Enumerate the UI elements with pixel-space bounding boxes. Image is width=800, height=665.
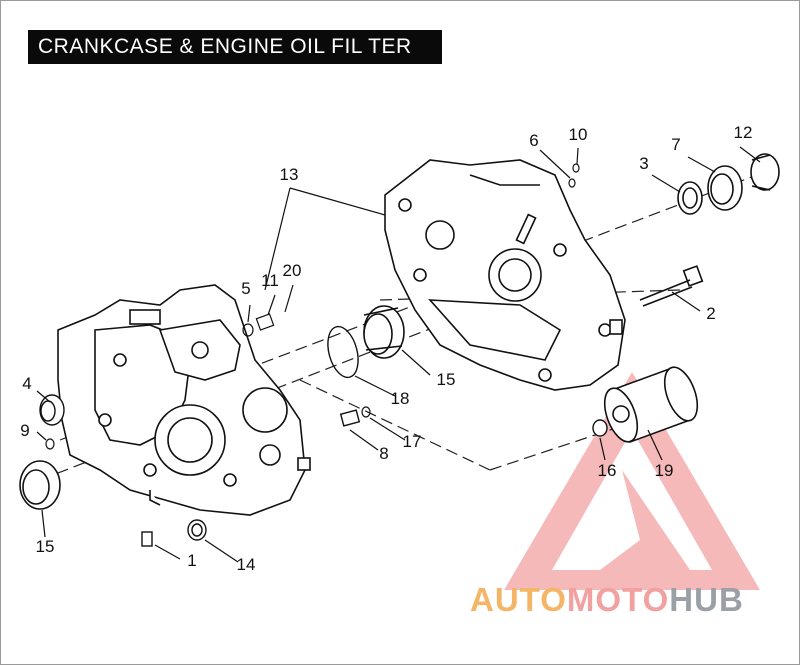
callout-c4: 4 [22,374,31,393]
watermark-hub: HUB [669,581,744,618]
dowel-6-10 [568,163,580,188]
callout-c5: 5 [241,279,250,298]
callout-c1: 1 [187,551,196,570]
nipple-16 [592,419,608,437]
left-crankcase-half [57,284,311,516]
right-crankcase-half [384,159,626,391]
callout-c7: 7 [671,135,680,154]
plug-14 [187,519,207,541]
callout-c8: 8 [379,444,388,463]
triangle-logo-icon [504,372,760,590]
callout-c15b: 15 [36,537,55,556]
callout-c17: 17 [403,432,422,451]
callout-c9: 9 [20,421,29,440]
retaining-ring-18 [327,325,359,379]
callout-c12: 12 [734,123,753,142]
callout-c16: 16 [598,461,617,480]
dowel-9 [45,438,55,450]
callout-c13: 13 [280,165,299,184]
diagram-title: CRANKCASE & ENGINE OIL FIL TER [28,30,442,64]
bearing-7 [707,165,743,211]
seal-3 [677,181,703,215]
watermark-moto: MOTO [566,581,670,618]
callout-c19: 19 [655,461,674,480]
fitting-11 [255,313,275,331]
plug-1 [141,531,153,547]
callout-c18: 18 [391,389,410,408]
callout-c11: 11 [261,271,279,290]
callout-c10: 10 [569,125,588,144]
pin-8 [339,409,361,427]
bolt-2 [639,265,704,307]
callout-c2: 2 [706,304,715,323]
callout-c14: 14 [237,555,256,574]
bearing-4 [39,394,65,426]
callout-c15a: 15 [437,370,456,389]
o-ring-17 [361,406,371,418]
watermark-auto: AUTO [470,581,567,618]
callout-c6: 6 [529,131,538,150]
callout-c3: 3 [639,154,648,173]
callout-c20: 20 [283,261,302,280]
oil-filter-19 [603,366,699,444]
o-ring-5 [242,323,254,337]
bearing-12 [750,153,780,191]
bearing-15-lower [19,460,61,510]
bearing-15-upper [363,305,405,359]
watermark-wordmark: AUTOMOTOHUB [470,580,792,620]
leader-lines [36,146,761,563]
